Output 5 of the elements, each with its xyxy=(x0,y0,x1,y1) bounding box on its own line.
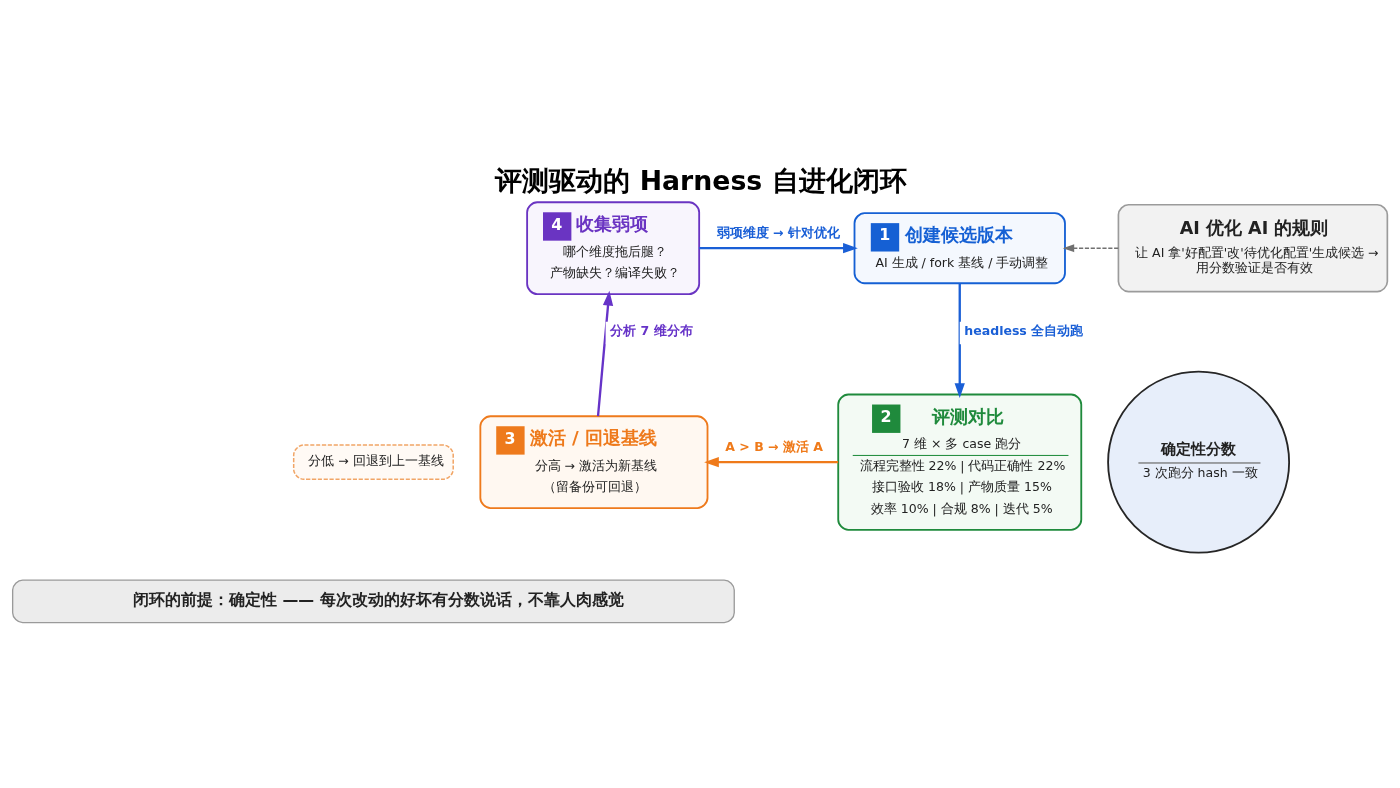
edge-label: A > B → 激活 A xyxy=(725,438,823,454)
edge-label: 分析 7 维分布 xyxy=(610,322,693,338)
edge-label: 弱项维度 → 针对优化 xyxy=(716,224,840,240)
diagram-title: 评测驱动的 Harness 自进化闭环 xyxy=(495,164,907,196)
edge-label: headless 全自动跑 xyxy=(964,322,1084,338)
